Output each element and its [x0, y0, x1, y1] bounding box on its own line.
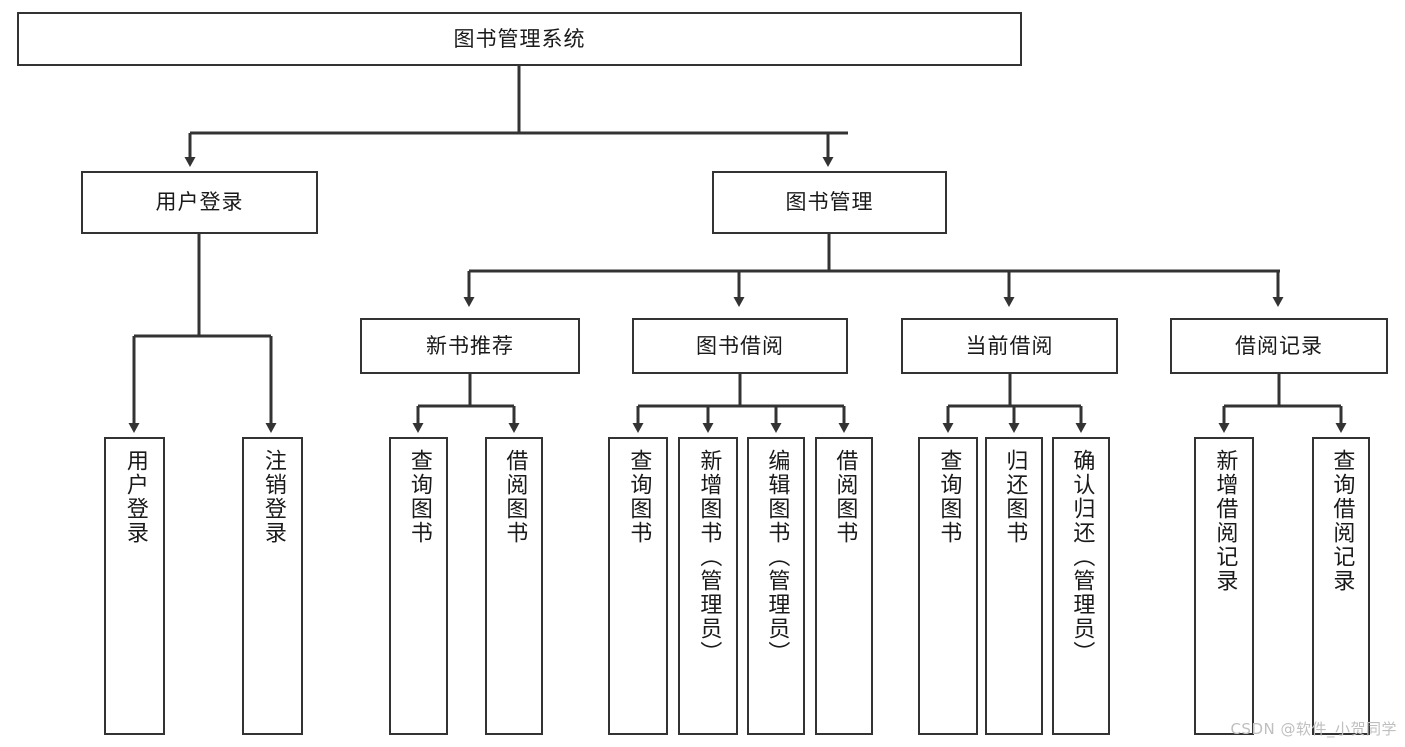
- node-label: 查询图书: [936, 449, 962, 545]
- node-book-management[interactable]: 图书管理: [712, 171, 947, 234]
- node-label: 确认归还（管理员）: [1069, 449, 1095, 665]
- leaf-query-book-current[interactable]: 查询图书: [918, 437, 978, 735]
- node-label: 图书借阅: [696, 333, 784, 358]
- node-label: 查询图书: [626, 449, 652, 545]
- leaf-borrow-book[interactable]: 借阅图书: [815, 437, 873, 735]
- leaf-confirm-return-admin[interactable]: 确认归还（管理员）: [1052, 437, 1110, 735]
- node-label: 注销登录: [260, 449, 286, 545]
- node-label: 编辑图书（管理员）: [764, 449, 790, 665]
- leaf-query-book-recommend[interactable]: 查询图书: [389, 437, 448, 735]
- node-root-system[interactable]: 图书管理系统: [17, 12, 1022, 66]
- leaf-query-borrow-record[interactable]: 查询借阅记录: [1312, 437, 1370, 735]
- node-label: 归还图书: [1002, 449, 1028, 545]
- leaf-add-borrow-record[interactable]: 新增借阅记录: [1194, 437, 1254, 735]
- leaf-edit-book-admin[interactable]: 编辑图书（管理员）: [747, 437, 805, 735]
- node-label: 新增借阅记录: [1212, 449, 1238, 593]
- leaf-logout[interactable]: 注销登录: [242, 437, 303, 735]
- node-borrow-record[interactable]: 借阅记录: [1170, 318, 1388, 374]
- node-label: 借阅记录: [1235, 333, 1323, 358]
- node-label: 新书推荐: [426, 333, 514, 358]
- node-label: 新增图书（管理员）: [696, 449, 722, 665]
- node-new-book-recommend[interactable]: 新书推荐: [360, 318, 580, 374]
- leaf-user-login[interactable]: 用户登录: [104, 437, 165, 735]
- node-label: 查询图书: [406, 449, 432, 545]
- node-label: 用户登录: [122, 449, 148, 545]
- leaf-borrow-book-recommend[interactable]: 借阅图书: [485, 437, 543, 735]
- node-label: 查询借阅记录: [1329, 449, 1355, 593]
- csdn-watermark: CSDN @软件_小贺同学: [1230, 720, 1397, 738]
- leaf-return-book[interactable]: 归还图书: [985, 437, 1043, 735]
- node-book-borrow[interactable]: 图书借阅: [632, 318, 848, 374]
- node-label: 借阅图书: [832, 449, 858, 545]
- leaf-add-book-admin[interactable]: 新增图书（管理员）: [678, 437, 738, 735]
- node-label: 图书管理系统: [453, 26, 586, 51]
- node-label: 图书管理: [785, 190, 874, 215]
- node-current-borrow[interactable]: 当前借阅: [901, 318, 1118, 374]
- node-user-login[interactable]: 用户登录: [81, 171, 318, 234]
- node-label: 借阅图书: [502, 449, 528, 545]
- leaf-query-book-borrow[interactable]: 查询图书: [608, 437, 668, 735]
- node-label: 用户登录: [155, 190, 244, 215]
- node-label: 当前借阅: [965, 333, 1054, 358]
